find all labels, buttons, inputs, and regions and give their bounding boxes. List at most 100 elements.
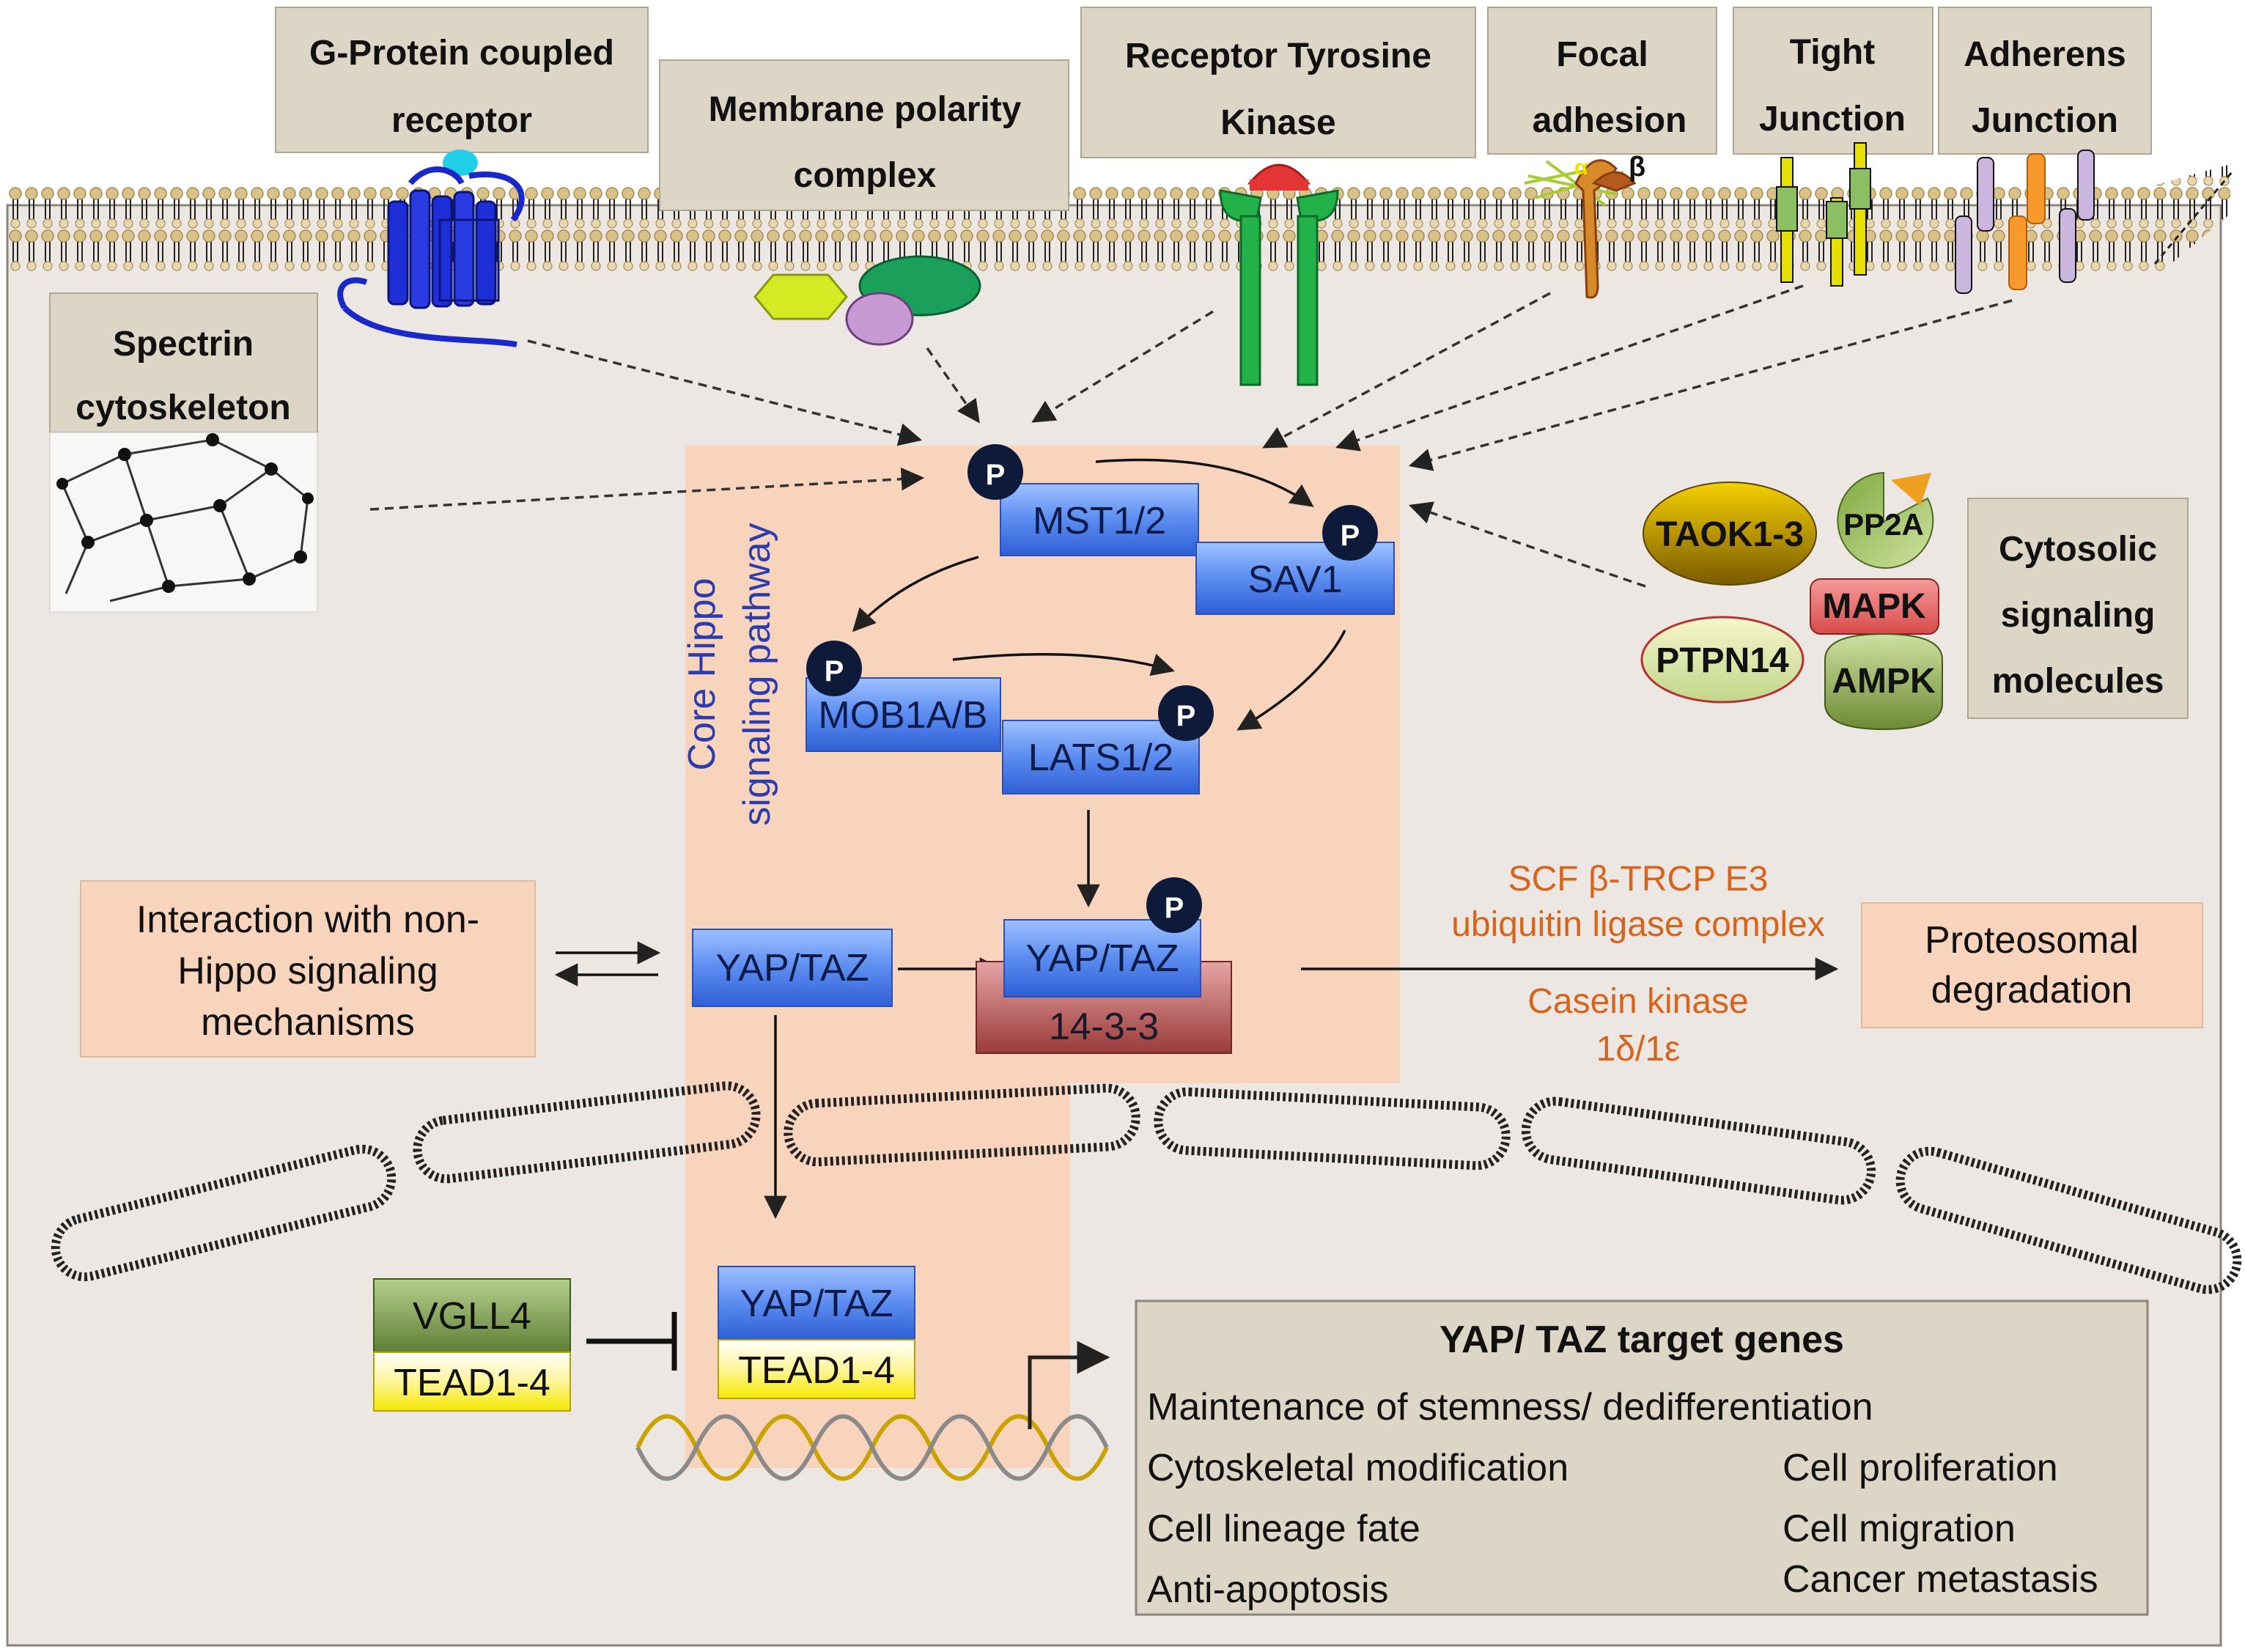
pp2a-molecule: PP2A (1837, 471, 1934, 569)
target-genes-title: YAP/ TAZ target genes (1439, 1319, 1844, 1361)
nuclear-envelope (51, 1081, 2242, 1294)
non-hippo-line2: Hippo signaling (177, 950, 438, 992)
integrin-beta-label: β (1629, 152, 1645, 182)
ptpn14-molecule: PTPN14 (1640, 616, 1805, 704)
yap-taz-free-label: YAP/TAZ (716, 947, 869, 989)
cytosolic-label-line1: Cytosolic (1999, 530, 2157, 569)
kinase-line2: 1δ/1ε (1596, 1030, 1681, 1069)
pp2a-label: PP2A (1843, 507, 1924, 542)
rtk-label-line1: Receptor Tyrosine (1125, 37, 1431, 75)
phospho-mst: P (967, 444, 1023, 500)
core-pathway-label-line2: signaling pathway (736, 523, 778, 825)
mapk-label: MAPK (1822, 587, 1926, 626)
mapk-molecule: MAPK (1810, 578, 1939, 635)
target-gene-stemness: Maintenance of stemness/ dedifferentiati… (1147, 1386, 1873, 1428)
phospho-mob: P (806, 641, 862, 696)
target-gene-left-1: Cytoskeletal modification (1147, 1447, 1568, 1489)
degradation-line2: degradation (1931, 969, 2133, 1011)
core-pathway-label-line1: Core Hippo (681, 578, 723, 770)
ligase-line1: SCF β-TRCP E3 (1508, 860, 1769, 899)
cytosolic-label-line3: molecules (1992, 662, 2164, 701)
non-hippo-line3: mechanisms (201, 1001, 415, 1044)
phospho-tags: P P P P P (806, 444, 1378, 933)
ligase-line2: ubiquitin ligase complex (1451, 905, 1825, 944)
sav-label: SAV1 (1247, 558, 1342, 601)
focal-label-line2: adhesion (1533, 101, 1687, 140)
rtk-label-box: Receptor Tyrosine Kinase (1080, 7, 1476, 158)
adherens-label-line1: Adherens (1964, 35, 2126, 74)
tight-label-box: Tight Junction (1733, 7, 1933, 155)
target-gene-left-3: Anti-apoptosis (1147, 1568, 1389, 1611)
tead-nuclear-protein: TEAD1-4 (718, 1339, 915, 1399)
integrin-alpha-label: α (1574, 155, 1588, 180)
tead-nuclear-label: TEAD1-4 (738, 1349, 895, 1392)
tight-junction-icon (1776, 142, 1871, 287)
plasma-membrane (7, 165, 2233, 271)
gpcr-label-line2: receptor (391, 101, 532, 140)
lats-label: LATS1/2 (1028, 737, 1173, 779)
target-gene-right-1: Cell proliferation (1783, 1447, 2058, 1489)
target-gene-right-2: Cell migration (1783, 1508, 2016, 1550)
adherens-label-line2: Junction (1972, 101, 2118, 140)
taok-label: TAOK1-3 (1656, 515, 1804, 554)
phospho-yap: P (1146, 877, 1202, 933)
target-genes-box: YAP/ TAZ target genes Maintenance of ste… (1135, 1299, 2149, 1616)
polarity-complex-icon (753, 255, 981, 346)
polarity-label-line2: complex (794, 156, 937, 195)
fourteen-three-three-label: 14-3-3 (1049, 1006, 1159, 1048)
svg-text:P: P (1341, 520, 1360, 552)
mst-protein: MST1/2 (1000, 483, 1199, 556)
cytosolic-label-box: Cytosolic signaling molecules (1967, 498, 2189, 719)
upstream-signal-arrows (369, 284, 2013, 588)
gpcr-label-line1: G-Protein coupled (309, 34, 614, 73)
cytosolic-label-line2: signaling (2001, 596, 2156, 635)
focal-label-box: Focal adhesion (1487, 7, 1717, 155)
ampk-molecule: AMPK (1824, 633, 1943, 731)
degradation-annotations: SCF β-TRCP E3 ubiquitin ligase complex C… (1451, 860, 1825, 1069)
svg-text:P: P (986, 459, 1006, 491)
degradation-line1: Proteosomal (1925, 919, 2139, 962)
transcription-start-arrow (1028, 1341, 1110, 1429)
ampk-label: AMPK (1832, 662, 1936, 701)
yap-taz-free-protein: YAP/TAZ (692, 929, 893, 1007)
spectrin-network-image (49, 432, 318, 613)
inhibition-line (586, 1312, 677, 1371)
adherens-label-box: Adherens Junction (1938, 7, 2152, 155)
tead-vgll-label: TEAD1-4 (394, 1362, 550, 1404)
phospho-sav: P (1322, 505, 1378, 561)
svg-text:P: P (1176, 700, 1196, 732)
mob-label: MOB1A/B (818, 694, 987, 737)
adherens-junction-icon (1955, 150, 2095, 294)
polarity-label-box: Membrane polarity complex (659, 59, 1069, 211)
mst-label: MST1/2 (1033, 500, 1166, 542)
integrin-icon: α β (1524, 152, 1645, 299)
spectrin-label-line2: cytoskeleton (75, 388, 290, 427)
polarity-label-line1: Membrane polarity (709, 90, 1022, 129)
svg-text:P: P (825, 655, 844, 687)
phospho-lats: P (1158, 685, 1214, 741)
tead-vgll-protein: TEAD1-4 (373, 1352, 571, 1412)
yap-taz-nuclear-label: YAP/TAZ (740, 1283, 893, 1325)
rtk-label-line2: Kinase (1220, 103, 1335, 142)
ptpn14-label: PTPN14 (1656, 641, 1789, 680)
gpcr-label-box: G-Protein coupled receptor (275, 7, 649, 153)
spectrin-label-line1: Spectrin (113, 325, 254, 364)
gpcr-receptor-icon (337, 150, 525, 347)
vgll4-label: VGLL4 (413, 1295, 531, 1338)
target-gene-right-3: Cancer metastasis (1783, 1558, 2098, 1601)
vgll4-protein: VGLL4 (373, 1278, 571, 1353)
yap-taz-bound-label: YAP/TAZ (1026, 937, 1179, 980)
svg-text:P: P (1165, 892, 1184, 924)
yap-taz-bound-protein: YAP/TAZ (1003, 919, 1201, 998)
focal-label-line1: Focal (1556, 35, 1648, 74)
kinase-line1: Casein kinase (1527, 982, 1749, 1021)
rtk-receptor-icon (1219, 163, 1339, 386)
tight-label-line2: Junction (1759, 100, 1906, 139)
tight-label-line1: Tight (1790, 33, 1875, 72)
non-hippo-box: Interaction with non- Hippo signaling me… (80, 880, 536, 1058)
spectrin-label-box: Spectrin cytoskeleton (49, 292, 318, 433)
taok-molecule: TAOK1-3 (1643, 482, 1817, 586)
yap-taz-nuclear-protein: YAP/TAZ (718, 1266, 915, 1341)
